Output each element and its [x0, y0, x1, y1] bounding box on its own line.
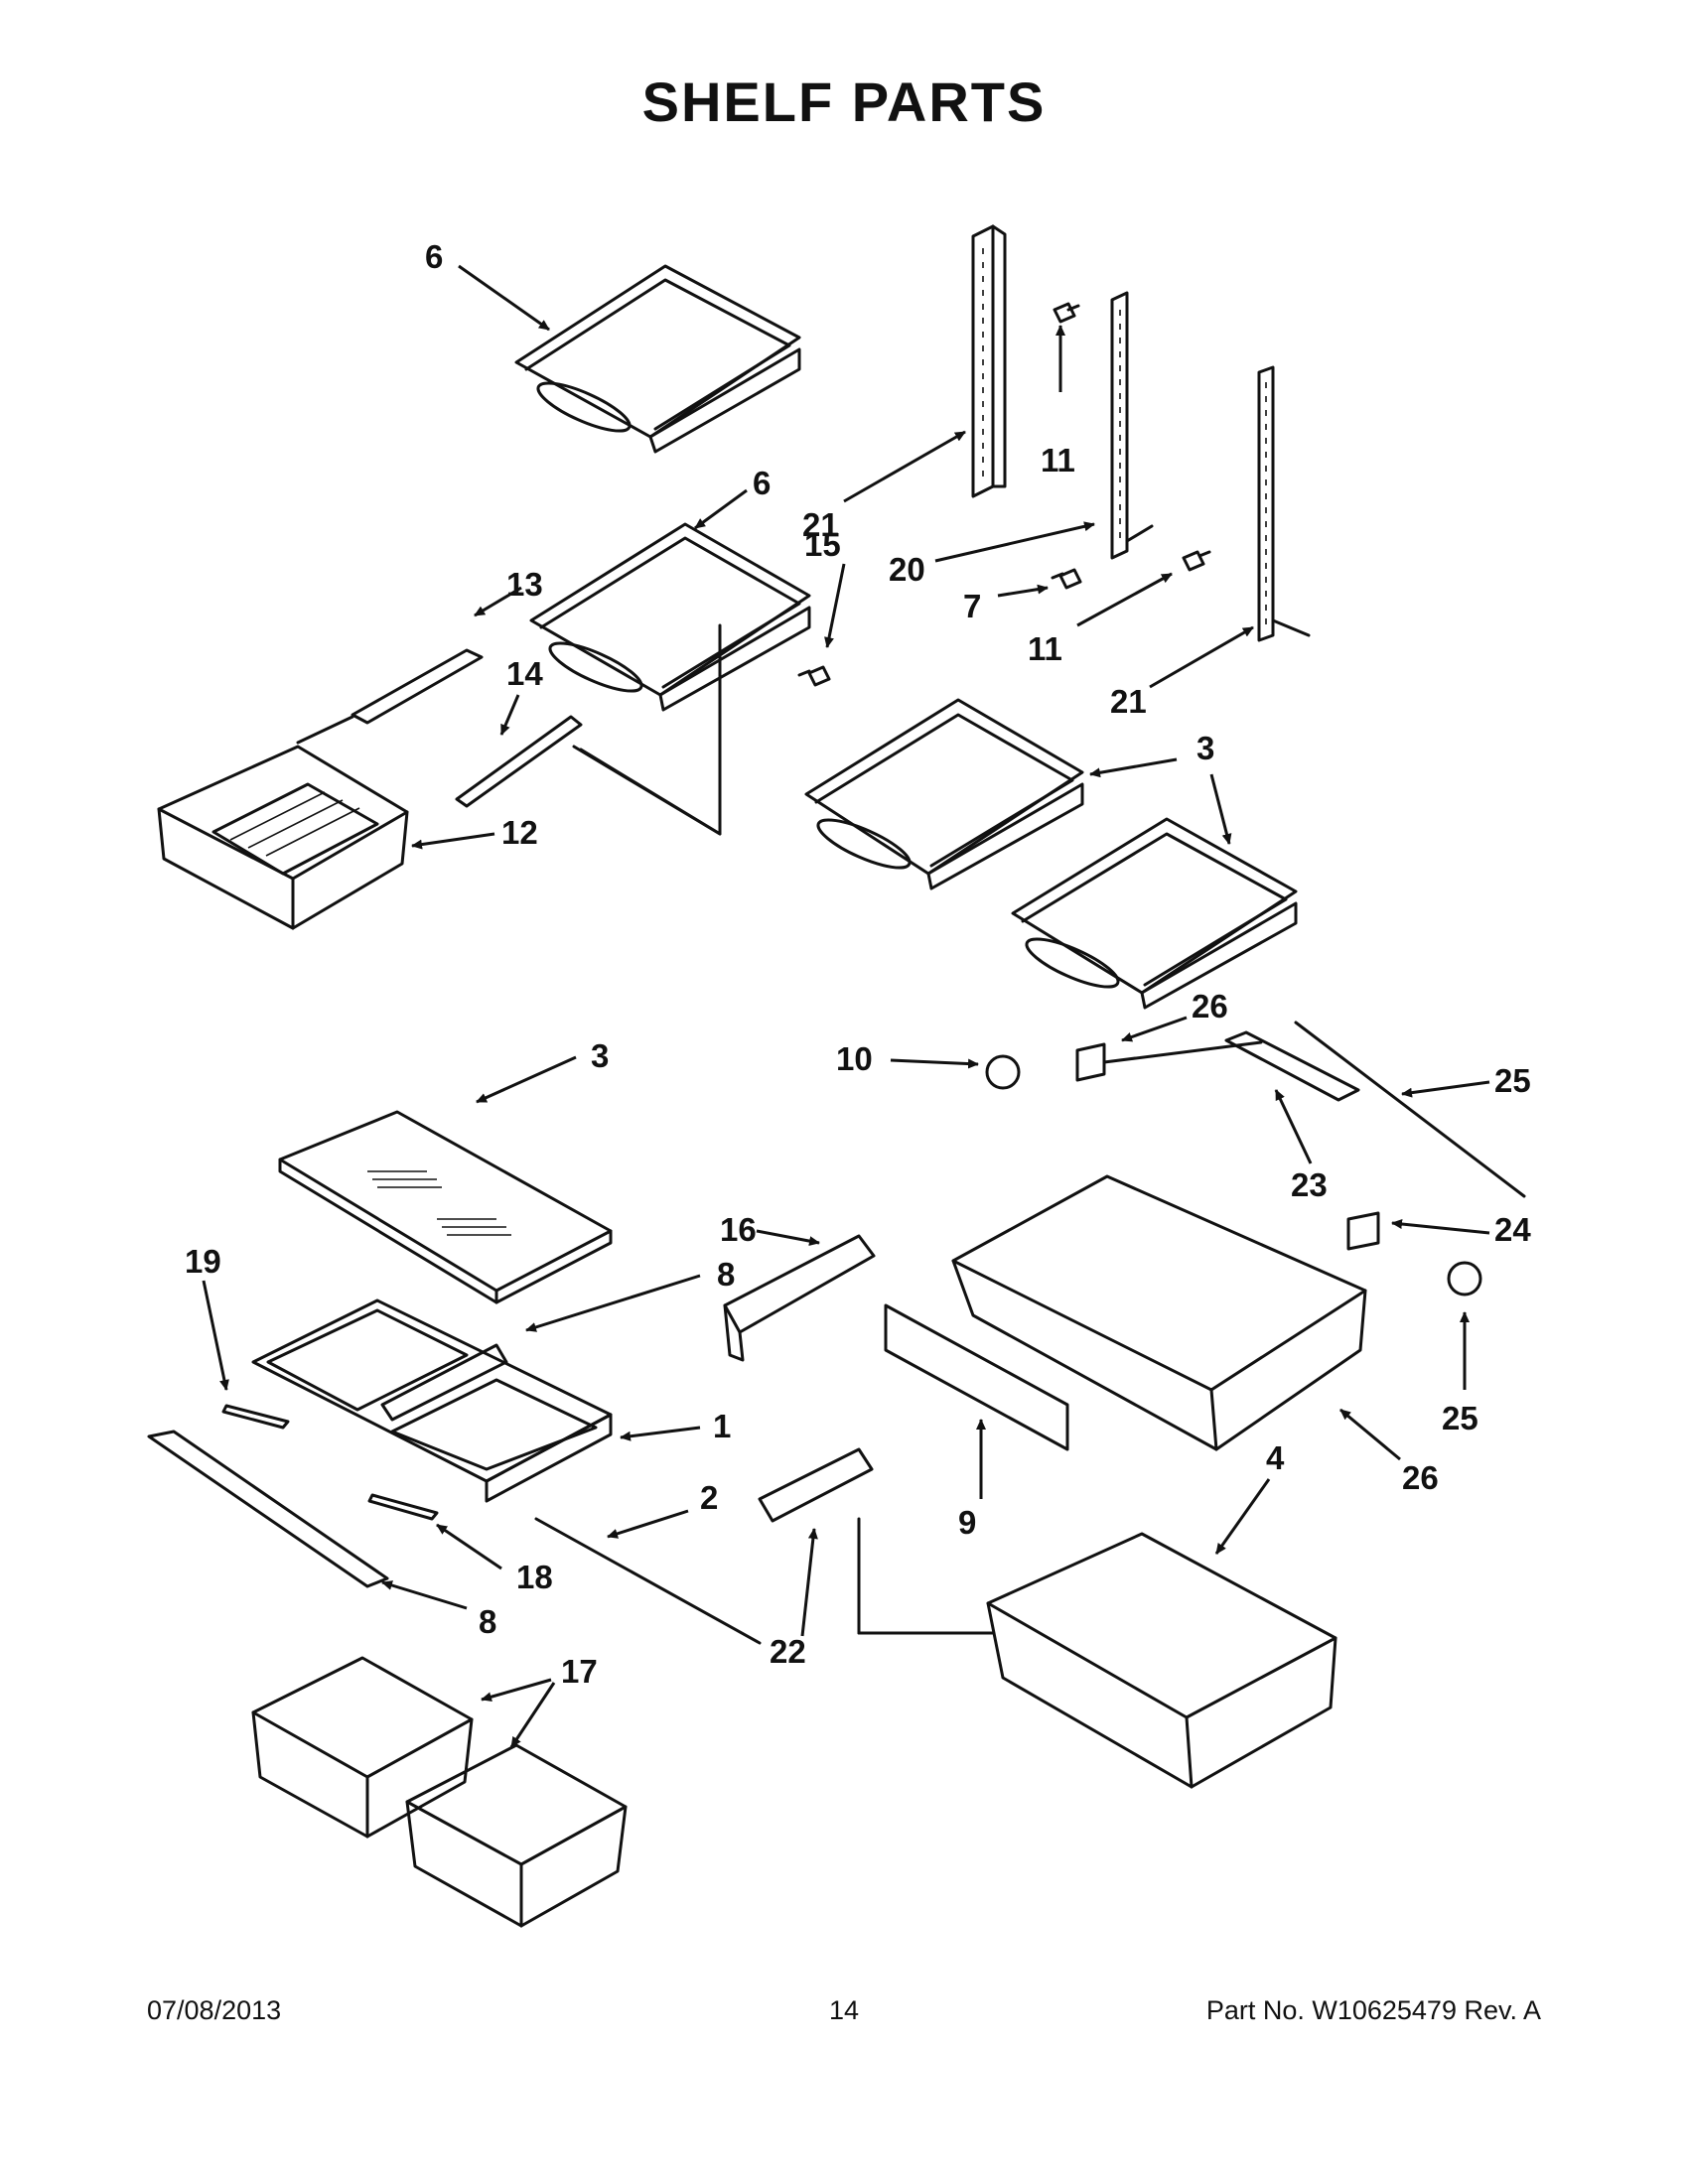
callout-label: 3	[591, 1037, 609, 1074]
callout-label: 4	[1266, 1439, 1285, 1476]
callout-label: 15	[804, 526, 841, 563]
callout-label: 21	[802, 506, 839, 543]
footer-date: 07/08/2013	[147, 1995, 282, 2025]
callout-label: 3	[1196, 730, 1214, 766]
callout-label: 23	[1291, 1166, 1328, 1203]
shelf-part-6-top	[514, 264, 801, 454]
callout-label: 17	[561, 1653, 598, 1690]
callout-label: 2	[700, 1479, 718, 1516]
callout-label: 1	[713, 1408, 731, 1444]
callout-label: 13	[506, 566, 543, 603]
callout-label: 24	[1494, 1211, 1531, 1248]
callout-label: 12	[501, 814, 538, 851]
callout-label: 11	[1041, 442, 1075, 478]
callout-label: 7	[963, 588, 981, 624]
shelf-ladder-rails	[971, 224, 1311, 642]
shelf-part-3-upper	[804, 698, 1084, 890]
callout-label: 14	[506, 655, 543, 692]
callout-label: 26	[1402, 1459, 1439, 1496]
callout-label: 10	[836, 1040, 873, 1077]
callout-label: 8	[479, 1603, 496, 1640]
basket-dividers	[723, 1234, 1069, 1635]
callout-label: 8	[717, 1256, 735, 1293]
callout-label: 21	[1110, 683, 1147, 720]
callout-label: 20	[889, 551, 925, 588]
shelf-part-6-middle	[529, 522, 811, 836]
glass-shelf-19	[278, 1110, 613, 1304]
trim-pieces	[147, 1404, 762, 1645]
wire-baskets	[951, 1174, 1367, 1789]
screws	[797, 302, 1211, 687]
deli-drawers-16	[251, 1656, 628, 1928]
footer-page-number: 14	[828, 1995, 860, 2025]
callout-label: 19	[185, 1243, 221, 1280]
shelf-frame-assembly	[251, 1298, 613, 1503]
page-title: SHELF PARTS	[641, 70, 1047, 133]
basket-hardware	[985, 1021, 1526, 1297]
callout-leaders	[202, 264, 1490, 1748]
footer-part-number: Part No. W10625479 Rev. A	[1205, 1995, 1541, 2025]
callout-label: 6	[425, 238, 443, 275]
callout-label: 11	[1028, 630, 1062, 667]
callout-label: 22	[770, 1633, 806, 1670]
callout-label: 25	[1442, 1400, 1478, 1436]
crisper-rails	[296, 648, 722, 836]
crisper-drawer-12	[157, 745, 409, 930]
callout-label: 18	[516, 1559, 553, 1595]
callout-label: 26	[1192, 988, 1228, 1024]
callout-label: 9	[958, 1504, 976, 1541]
callout-label: 6	[753, 465, 771, 501]
callout-label: 16	[720, 1211, 757, 1248]
callout-label: 25	[1494, 1062, 1531, 1099]
shelf-part-3-lower	[1011, 817, 1298, 1010]
